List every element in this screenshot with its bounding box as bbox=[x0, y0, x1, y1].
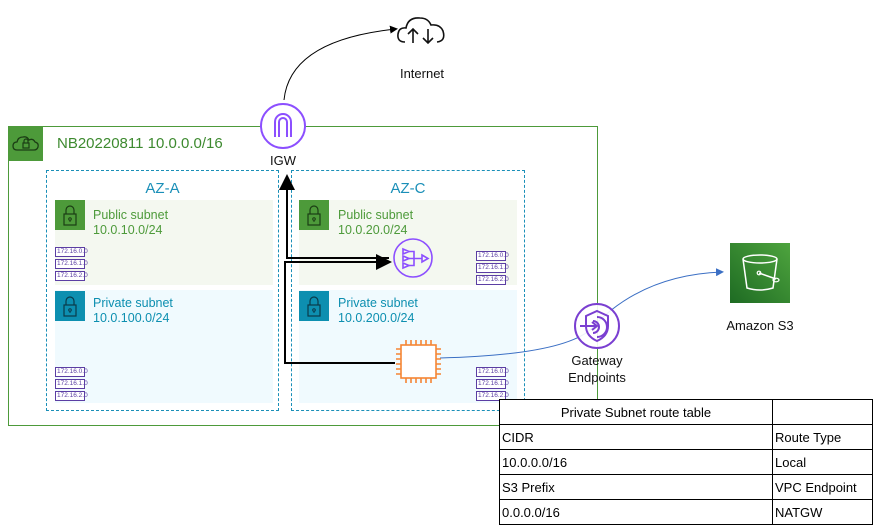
route-entry: 172.16.2.0 bbox=[476, 275, 509, 285]
s3-label: Amazon S3 bbox=[726, 318, 794, 333]
label-line: Endpoints bbox=[568, 370, 626, 385]
igw-label: IGW bbox=[270, 153, 296, 168]
table-row: 10.0.0.0/16 Local bbox=[499, 449, 873, 475]
vpc-title: NB20220811 10.0.0.0/16 bbox=[57, 135, 223, 152]
table-header-row: CIDR Route Type bbox=[499, 424, 873, 450]
table-cell: 0.0.0.0/16 bbox=[499, 499, 773, 525]
route-table-icon: 172.16.0.0 172.16.1.0 172.16.2.0 bbox=[55, 247, 88, 281]
route-entry: 172.16.1.0 bbox=[55, 259, 88, 269]
table-cell: S3 Prefix bbox=[499, 474, 773, 500]
ec2-to-natgw-arrow bbox=[284, 254, 395, 364]
az-a-label: AZ-A bbox=[145, 180, 180, 197]
subnet-cidr: 10.0.200.0/24 bbox=[338, 311, 415, 325]
subnet-name: Private subnet bbox=[338, 296, 418, 310]
cloud-upload-download-icon bbox=[397, 17, 445, 45]
route-entry: 172.16.2.0 bbox=[55, 391, 88, 401]
lock-icon bbox=[307, 205, 321, 226]
route-table-icon: 172.16.0.0 172.16.1.0 172.16.2.0 bbox=[55, 367, 88, 401]
private-subnet-badge bbox=[299, 291, 329, 321]
natgw-to-igw-arrow bbox=[279, 174, 389, 259]
gateway-endpoint-icon bbox=[574, 303, 620, 349]
public-subnet-badge bbox=[55, 200, 85, 230]
subnet-cidr: 10.0.20.0/24 bbox=[338, 223, 408, 237]
s3-bucket-icon bbox=[730, 243, 790, 303]
vpc-badge bbox=[8, 126, 43, 161]
table-header-cell: Route Type bbox=[772, 424, 873, 450]
route-entry: 172.16.2.0 bbox=[476, 391, 509, 401]
igw-to-internet-arrow bbox=[283, 25, 398, 101]
subnet-name: Private subnet bbox=[93, 296, 173, 310]
subnet-cidr: 10.0.10.0/24 bbox=[93, 223, 163, 237]
route-entry: 172.16.2.0 bbox=[55, 271, 88, 281]
route-entry: 172.16.0.0 bbox=[476, 251, 509, 261]
vpc-cloud-lock-icon bbox=[12, 136, 39, 151]
route-entry: 172.16.1.0 bbox=[476, 379, 509, 389]
route-table-icon: 172.16.0.0 172.16.1.0 172.16.2.0 bbox=[476, 367, 509, 401]
az-a-container bbox=[46, 170, 279, 411]
table-cell bbox=[772, 399, 873, 425]
public-subnet-badge bbox=[299, 200, 329, 230]
az-c-container bbox=[291, 170, 525, 411]
internet-gateway-icon bbox=[260, 103, 306, 149]
table-row: S3 Prefix VPC Endpoint bbox=[499, 474, 873, 500]
table-cell: 10.0.0.0/16 bbox=[499, 449, 773, 475]
route-table-icon: 172.16.0.0 172.16.1.0 172.16.2.0 bbox=[476, 251, 509, 285]
table-cell: Local bbox=[772, 449, 873, 475]
subnet-name: Public subnet bbox=[93, 208, 169, 222]
private-subnet-badge bbox=[55, 291, 85, 321]
lock-icon bbox=[307, 296, 321, 317]
table-title-row: Private Subnet route table bbox=[499, 399, 873, 425]
route-entry: 172.16.1.0 bbox=[476, 263, 509, 273]
route-entry: 172.16.0.0 bbox=[476, 367, 509, 377]
subnet-name: Public subnet bbox=[338, 208, 414, 222]
private-subnet-route-table: Private Subnet route table CIDR Route Ty… bbox=[499, 399, 873, 525]
table-row: 0.0.0.0/16 NATGW bbox=[499, 499, 873, 525]
route-entry: 172.16.1.0 bbox=[55, 379, 88, 389]
table-cell: VPC Endpoint bbox=[772, 474, 873, 500]
route-entry: 172.16.0.0 bbox=[55, 247, 88, 257]
nat-gateway-icon bbox=[393, 238, 433, 278]
subnet-cidr: 10.0.100.0/24 bbox=[93, 311, 170, 325]
table-title: Private Subnet route table bbox=[499, 399, 773, 425]
az-a-private-subnet bbox=[55, 290, 273, 403]
label-line: Gateway bbox=[571, 353, 623, 368]
internet-label: Internet bbox=[399, 66, 445, 81]
route-entry: 172.16.0.0 bbox=[55, 367, 88, 377]
table-cell: NATGW bbox=[772, 499, 873, 525]
az-c-label: AZ-C bbox=[390, 180, 426, 197]
lock-icon bbox=[63, 296, 77, 317]
lock-icon bbox=[63, 205, 77, 226]
gateway-endpoints-label: Gateway Endpoints bbox=[555, 352, 639, 386]
az-a-public-subnet bbox=[55, 200, 273, 285]
ec2-instance-icon bbox=[396, 340, 441, 383]
table-header-cell: CIDR bbox=[499, 424, 773, 450]
